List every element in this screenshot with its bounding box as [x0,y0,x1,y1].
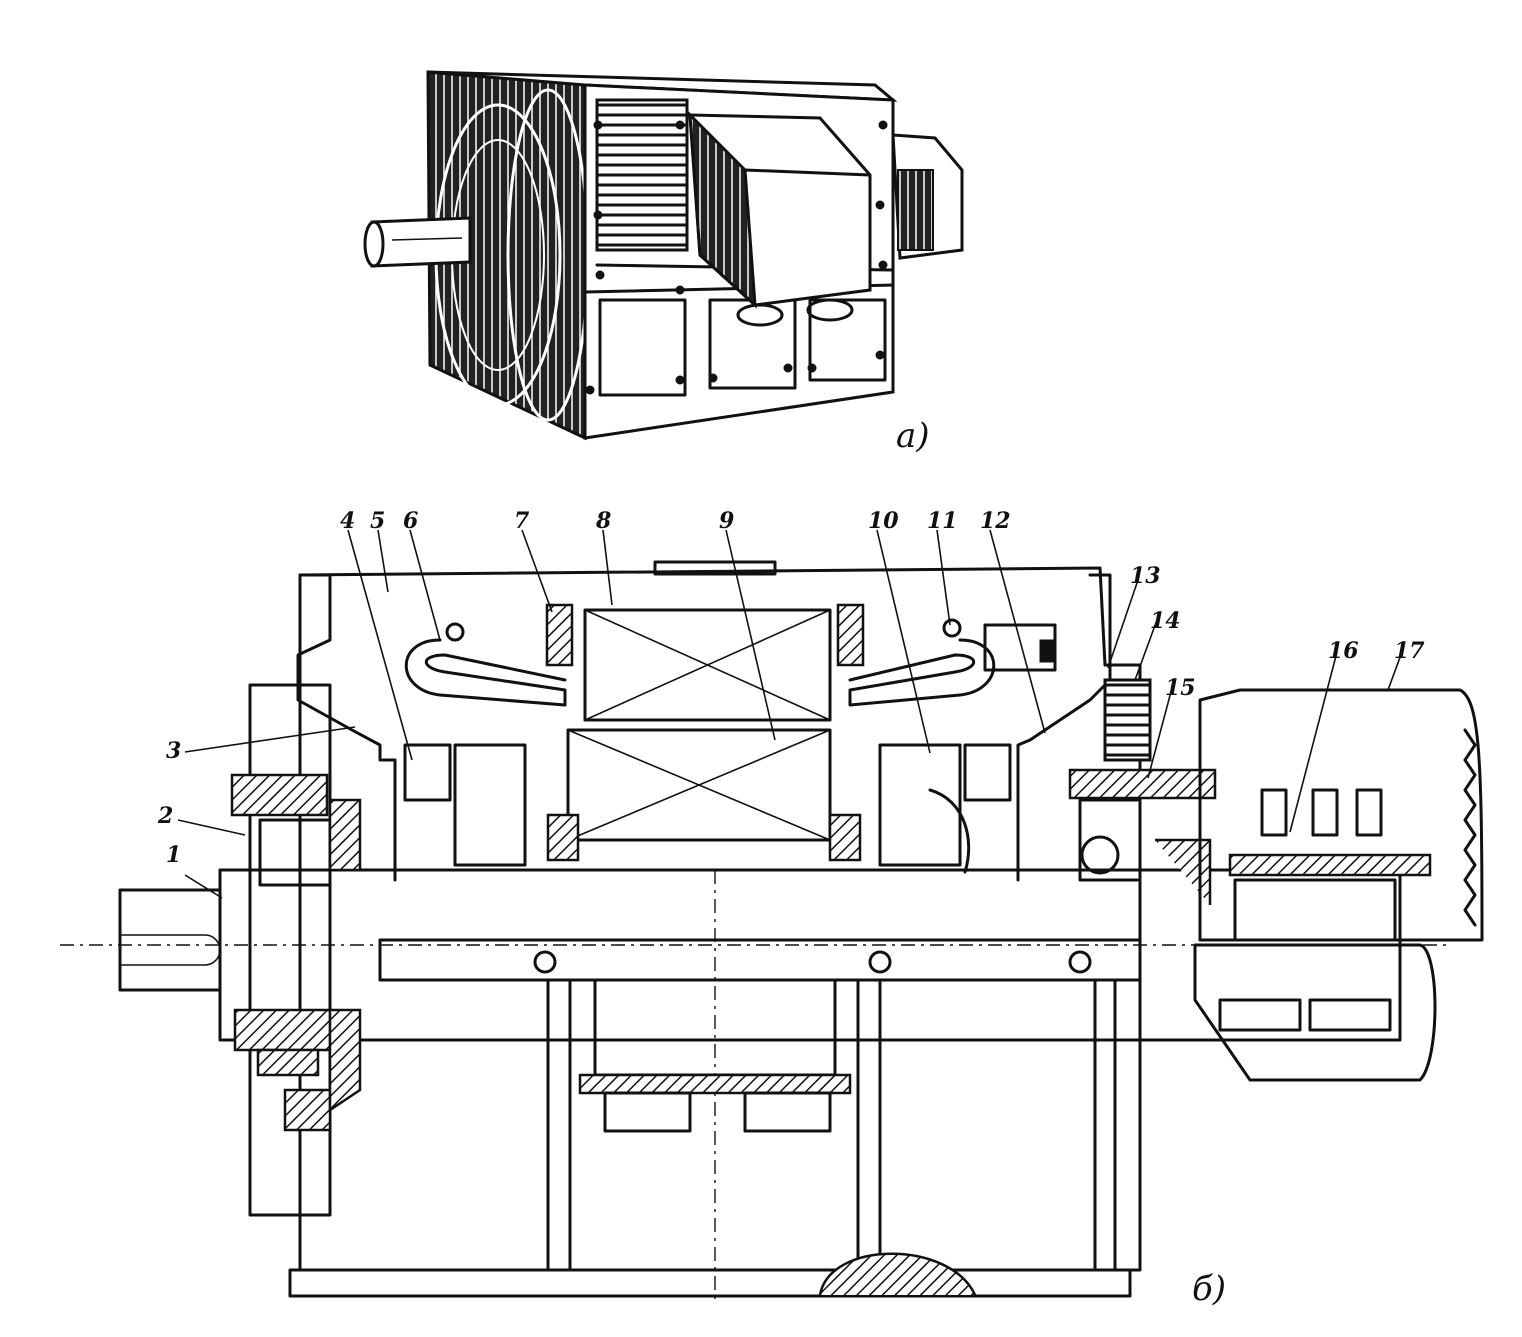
callout-4: 4 [340,508,355,534]
callout-labels: 1 2 3 4 5 6 7 8 9 10 11 12 13 14 15 16 1… [157,508,1425,868]
callout-12: 12 [980,508,1011,534]
caption-view-b: б) [1192,1269,1226,1309]
callout-1: 1 [166,842,181,868]
motor-external-view [363,70,964,441]
callout-5: 5 [370,508,385,534]
callout-17: 17 [1394,638,1425,664]
callout-14: 14 [1150,608,1181,634]
callout-6: 6 [403,508,418,534]
callout-13: 13 [1130,563,1161,589]
callout-9: 9 [719,508,734,534]
callout-3: 3 [166,738,181,764]
motor-section-view: 1 2 3 4 5 6 7 8 9 10 11 12 13 14 15 16 1… [60,508,1484,1305]
callout-11: 11 [927,508,958,534]
callout-8: 8 [595,508,611,534]
caption-view-a: а) [896,416,930,456]
callout-2: 2 [157,803,173,829]
callout-10: 10 [868,508,899,534]
callout-15: 15 [1165,675,1196,701]
callout-7: 7 [514,508,530,534]
callout-16: 16 [1328,638,1359,664]
